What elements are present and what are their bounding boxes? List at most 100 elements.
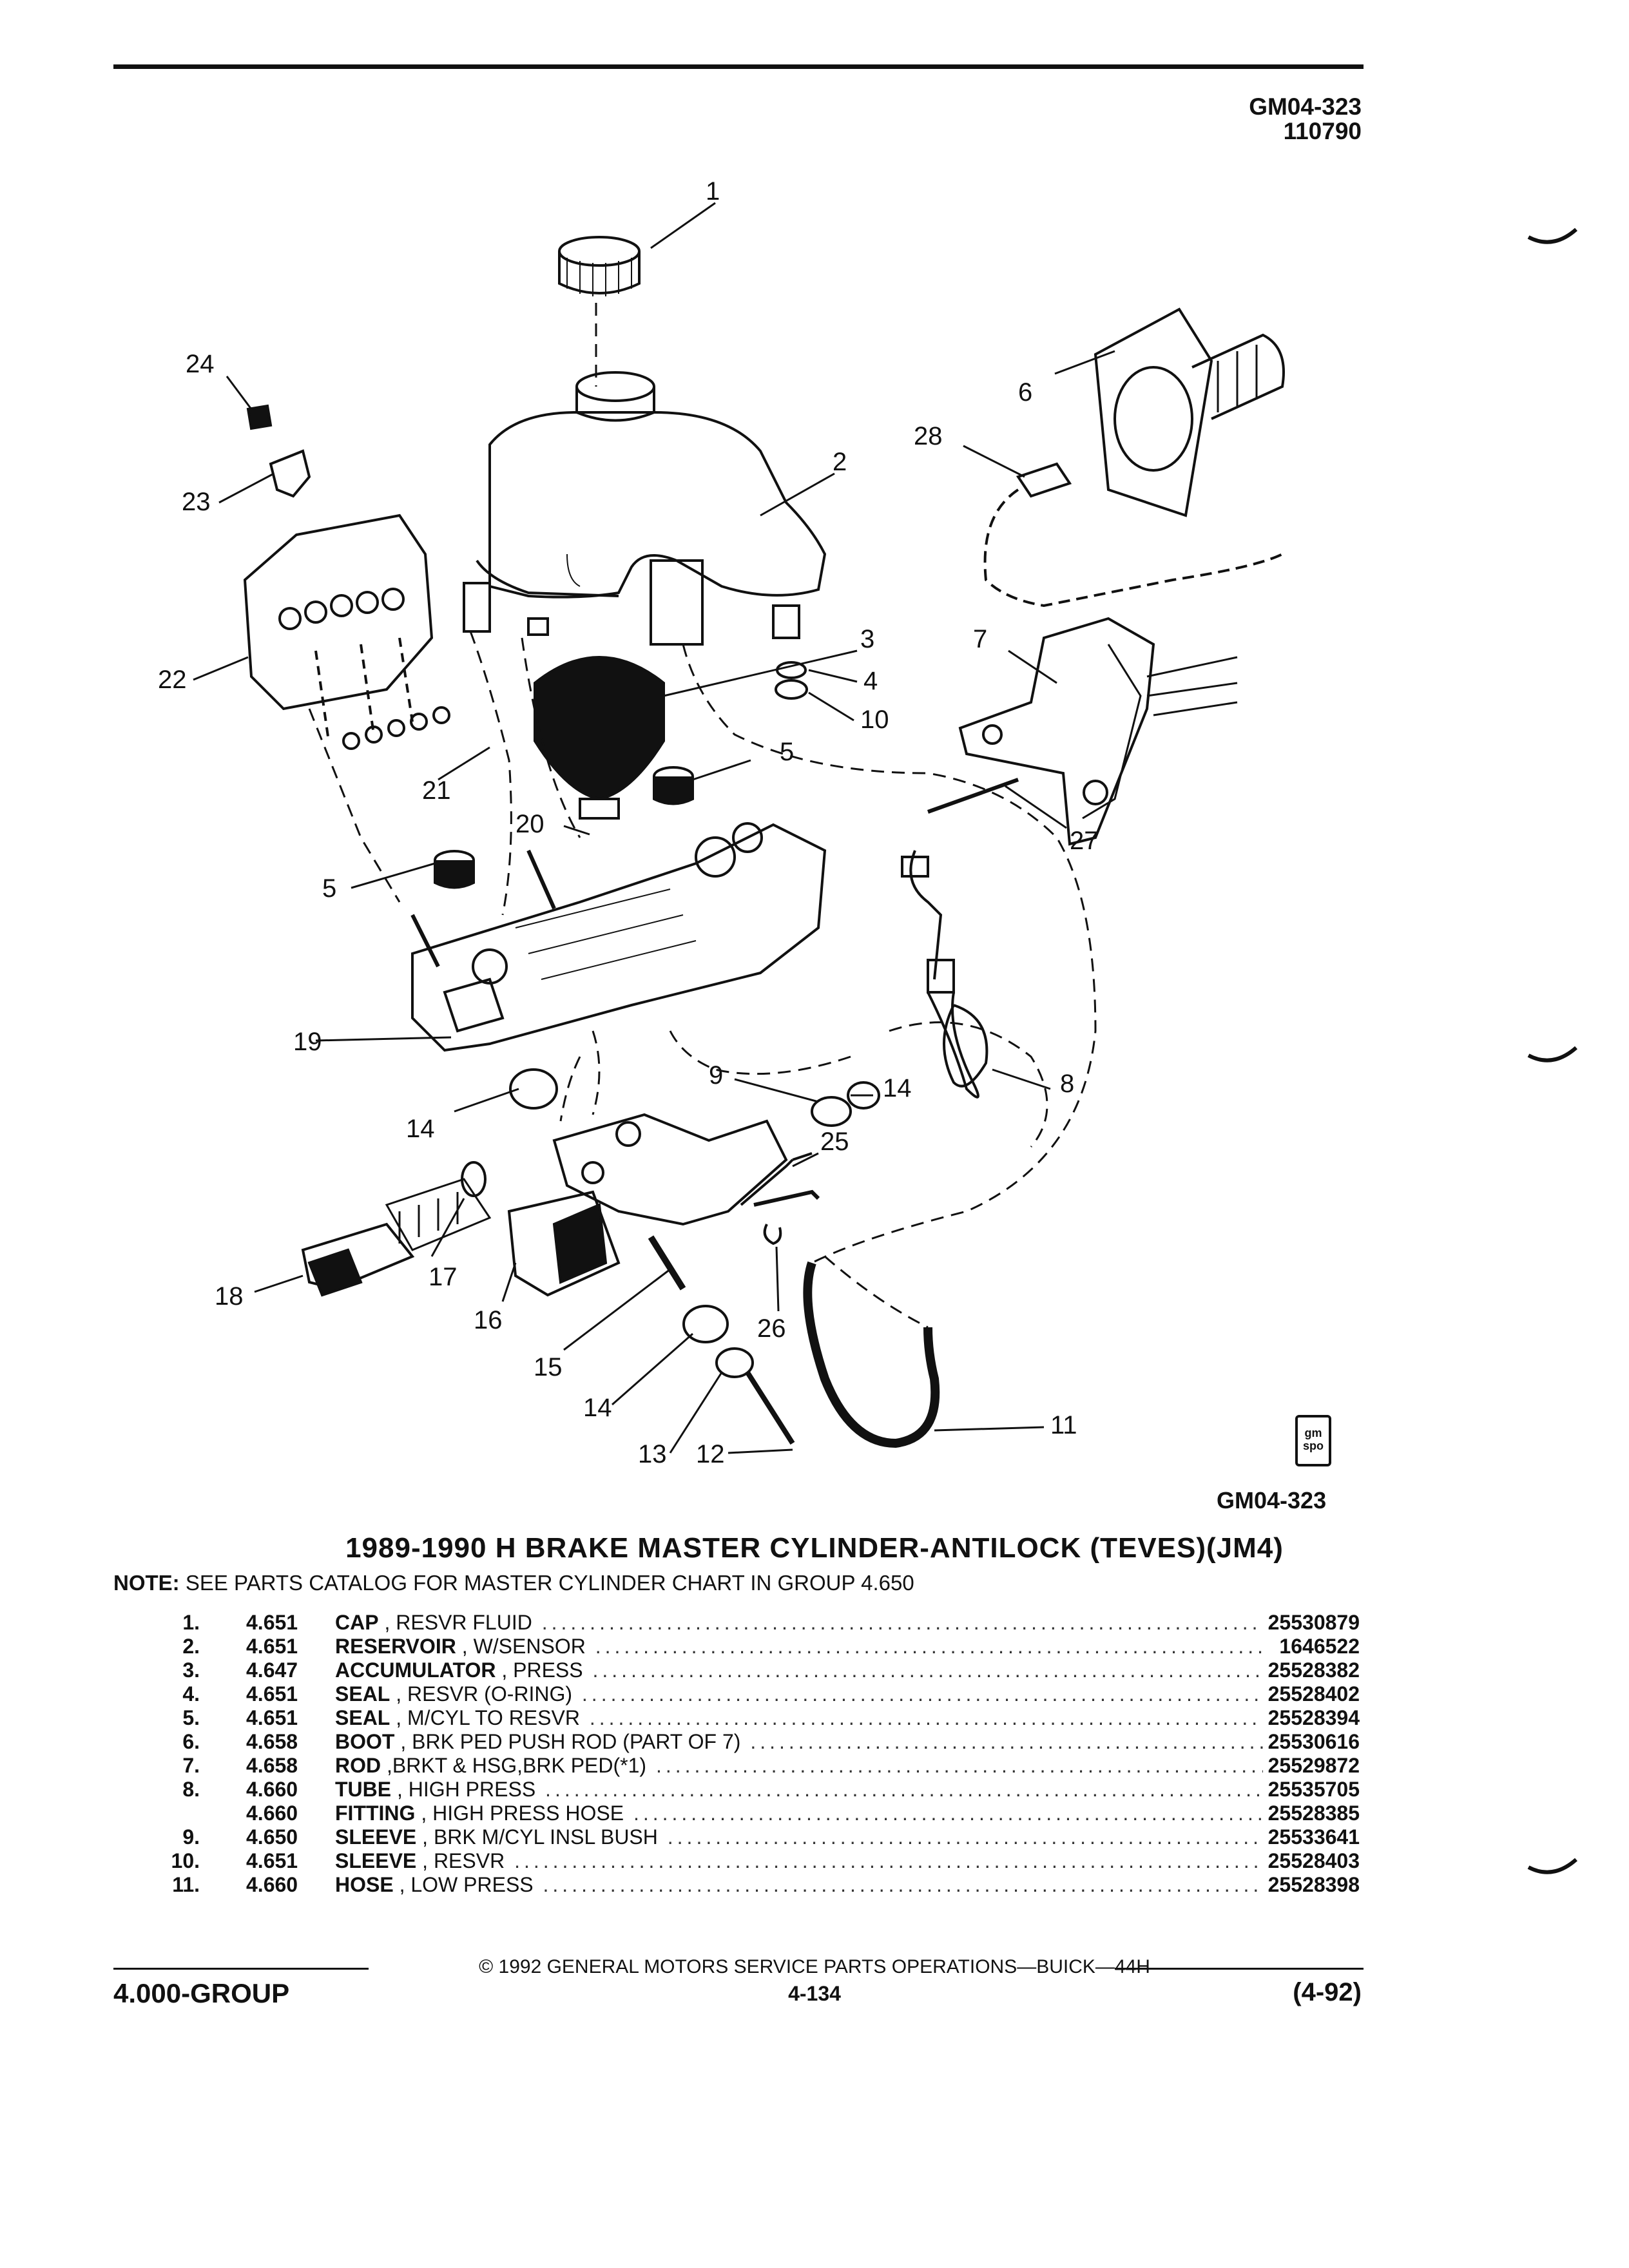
part-name: SEAL — [335, 1706, 390, 1729]
dot-leader: ........................................… — [589, 1706, 1263, 1729]
bracket-part — [269, 449, 311, 498]
callout-14b: 14 — [406, 1115, 435, 1143]
part-description: BOOT , BRK PED PUSH ROD (PART OF 7) ....… — [335, 1730, 1263, 1754]
callout-numbers: 1 2 3 4 5 5 6 7 8 9 10 11 12 13 14 14 14… — [158, 177, 1099, 1468]
part-name: SLEEVE — [335, 1849, 417, 1872]
part-number: 25530879 — [1268, 1611, 1360, 1634]
callout-10: 10 — [860, 706, 889, 734]
dot-leader: ........................................… — [581, 1682, 1263, 1706]
figure-code: GM04-323 — [1217, 1487, 1327, 1514]
group-number: 4.651 — [246, 1706, 298, 1729]
part-number: 25530616 — [1268, 1730, 1360, 1753]
group-number: 4.647 — [246, 1658, 298, 1682]
part-name: ROD — [335, 1754, 381, 1777]
parts-list-row: 6. 4.658 BOOT , BRK PED PUSH ROD (PART OF … — [148, 1730, 1360, 1754]
clip-part — [763, 1224, 782, 1245]
item-number: 10. — [171, 1849, 200, 1872]
dot-leader: ........................................… — [750, 1730, 1263, 1753]
page-number: 4-134 — [788, 1982, 841, 2005]
callout-28: 28 — [914, 422, 943, 450]
part-description: CAP , RESVR FLUID ......................… — [335, 1611, 1263, 1635]
part-number: 25535705 — [1268, 1778, 1360, 1801]
nut-part — [246, 404, 273, 430]
callout-26: 26 — [757, 1314, 786, 1343]
part-name: FITTING — [335, 1802, 416, 1825]
dot-leader: ........................................… — [655, 1754, 1263, 1777]
callout-11: 11 — [1050, 1411, 1077, 1439]
callout-7: 7 — [973, 625, 987, 653]
callout-14a: 14 — [883, 1074, 912, 1102]
part-description: FITTING , HIGH PRESS HOSE ..............… — [335, 1802, 1263, 1825]
callout-16: 16 — [474, 1306, 503, 1334]
part-name: SEAL — [335, 1682, 390, 1706]
part-qualifier: , PRESS — [501, 1658, 583, 1682]
group-number: 4.660 — [246, 1802, 298, 1825]
callout-6: 6 — [1018, 378, 1032, 407]
callout-25: 25 — [820, 1128, 849, 1156]
callout-5a: 5 — [780, 738, 794, 766]
callout-19: 19 — [293, 1028, 322, 1056]
part-qualifier: , M/CYL TO RESVR — [396, 1706, 580, 1729]
part-description: HOSE , LOW PRESS .......................… — [335, 1873, 1263, 1897]
group-number: 4.660 — [246, 1873, 298, 1896]
top-rule — [113, 64, 1364, 69]
item-number: 11. — [172, 1873, 200, 1896]
callout-15: 15 — [534, 1353, 563, 1381]
group-number: 4.650 — [246, 1825, 298, 1849]
part-qualifier: , BRK PED PUSH ROD (PART OF 7) — [400, 1730, 741, 1753]
part-description: ROD ,BRKT & HSG,BRK PED(*1) ............… — [335, 1754, 1263, 1778]
part-number: 25528402 — [1268, 1682, 1360, 1706]
footer-rule-left — [113, 1968, 369, 1970]
part-description: SEAL , M/CYL TO RESVR ..................… — [335, 1706, 1263, 1730]
callout-14c: 14 — [583, 1394, 612, 1422]
page-title: 1989-1990 H BRAKE MASTER CYLINDER-ANTILO… — [345, 1532, 1284, 1564]
part-number: 25528398 — [1268, 1873, 1360, 1896]
item-number: 5. — [182, 1706, 200, 1729]
callout-18: 18 — [215, 1282, 244, 1311]
part-number: 25528385 — [1268, 1802, 1360, 1825]
group-number: 4.658 — [246, 1730, 298, 1753]
part-description: RESERVOIR , W/SENSOR ...................… — [335, 1635, 1263, 1658]
parts-list-row: 10. 4.651 SLEEVE , RESVR .................… — [148, 1849, 1360, 1873]
callout-17: 17 — [429, 1263, 458, 1291]
part-number: 25528403 — [1268, 1849, 1360, 1872]
group-number: 4.651 — [246, 1849, 298, 1872]
part-description: SLEEVE , RESVR .........................… — [335, 1849, 1263, 1873]
part-name: SLEEVE — [335, 1825, 417, 1849]
footer-group: 4.000-GROUP — [113, 1978, 290, 2008]
part-qualifier: , W/SENSOR — [461, 1635, 586, 1658]
note-text: SEE PARTS CATALOG FOR MASTER CYLINDER CH… — [185, 1571, 914, 1595]
part-description: SLEEVE , BRK M/CYL INSL BUSH ...........… — [335, 1825, 1263, 1849]
part-qualifier: , LOW PRESS — [399, 1873, 534, 1896]
part-name: ACCUMULATOR — [335, 1658, 496, 1682]
callout-3: 3 — [860, 625, 874, 653]
part-qualifier: , RESVR (O-RING) — [396, 1682, 573, 1706]
part-qualifier: , BRK M/CYL INSL BUSH — [422, 1825, 658, 1849]
callout-23: 23 — [182, 488, 211, 516]
part-qualifier: , HIGH PRESS — [397, 1778, 536, 1801]
copyright-line: © 1992 GENERAL MOTORS SERVICE PARTS OPER… — [479, 1956, 1150, 1977]
parts-list-row: 5. 4.651 SEAL , M/CYL TO RESVR ...........… — [148, 1706, 1360, 1730]
item-number: 6. — [182, 1730, 200, 1753]
part-number: 25528394 — [1268, 1706, 1360, 1729]
dot-leader: ........................................… — [514, 1849, 1263, 1872]
dot-leader: ........................................… — [545, 1778, 1263, 1801]
part-description: TUBE , HIGH PRESS ......................… — [335, 1778, 1263, 1802]
callout-9: 9 — [709, 1061, 723, 1090]
part-name: HOSE — [335, 1873, 394, 1896]
item-number: 7. — [182, 1754, 200, 1777]
part-name: CAP — [335, 1611, 379, 1634]
dot-leader: ........................................… — [595, 1635, 1263, 1658]
callout-24: 24 — [186, 350, 215, 378]
item-number: 9. — [182, 1825, 200, 1849]
callout-4: 4 — [863, 667, 878, 695]
part-qualifier: , RESVR — [422, 1849, 505, 1872]
part-number: 25529872 — [1268, 1754, 1360, 1777]
leader-lines — [193, 202, 1115, 1454]
